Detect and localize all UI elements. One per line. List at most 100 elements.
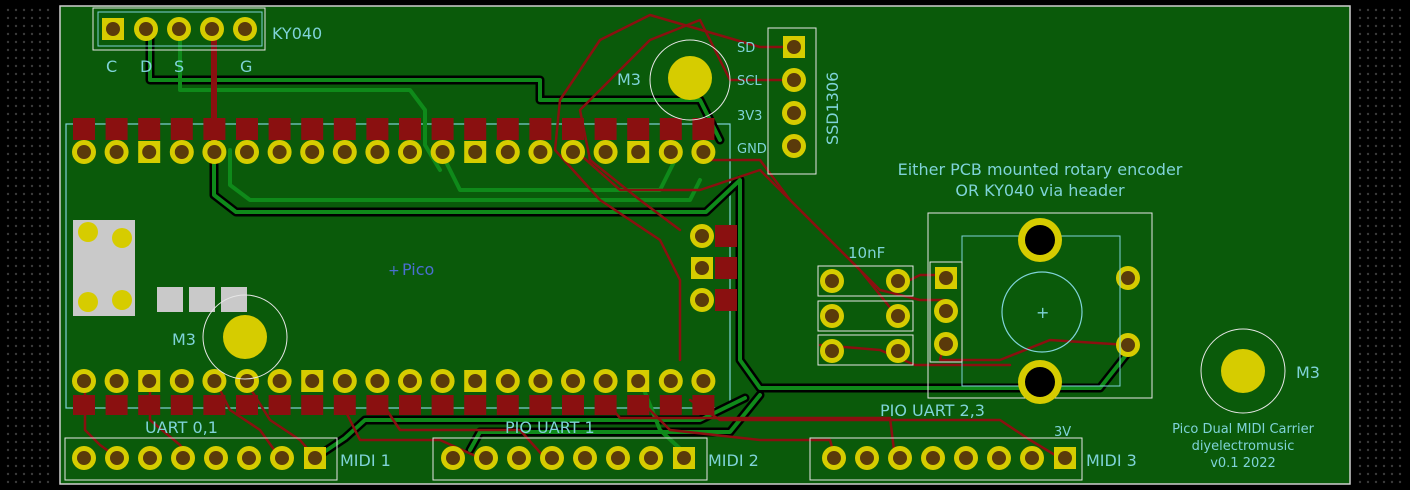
pattern-dot xyxy=(1374,312,1378,316)
pattern-dot xyxy=(1398,80,1402,84)
pattern-dot xyxy=(1390,336,1394,340)
pattern-dot xyxy=(22,288,26,292)
ky040-label: KY040 xyxy=(272,24,322,43)
pattern-dot xyxy=(1374,416,1378,420)
pattern-dot xyxy=(6,472,10,476)
pattern-dot xyxy=(1390,96,1394,100)
pattern-dot xyxy=(6,8,10,12)
pattern-dot xyxy=(30,176,34,180)
pattern-dot xyxy=(14,8,18,12)
pattern-dot xyxy=(6,400,10,404)
pattern-dot xyxy=(1382,248,1386,252)
pattern-dot xyxy=(14,248,18,252)
pattern-dot xyxy=(30,368,34,372)
pattern-dot xyxy=(1382,360,1386,364)
pattern-dot xyxy=(1366,472,1370,476)
pattern-dot xyxy=(6,280,10,284)
pattern-dot xyxy=(1358,144,1362,148)
pattern-dot xyxy=(14,168,18,172)
pico-bottom-pin-drill xyxy=(305,374,320,388)
pattern-dot xyxy=(1390,232,1394,236)
pattern-dot xyxy=(1366,16,1370,20)
pattern-dot xyxy=(14,112,18,116)
pattern-dot xyxy=(1366,152,1370,156)
ky-pin-label-s: S xyxy=(174,57,184,76)
pattern-dot xyxy=(38,112,42,116)
pattern-dot xyxy=(1398,344,1402,348)
pattern-dot xyxy=(30,160,34,164)
ky040-pin-drill xyxy=(172,22,186,36)
pattern-dot xyxy=(6,368,10,372)
pattern-dot xyxy=(1390,272,1394,276)
pattern-dot xyxy=(1366,48,1370,52)
pattern-dot xyxy=(1390,360,1394,364)
pattern-dot xyxy=(38,80,42,84)
pattern-dot xyxy=(1358,168,1362,172)
midi2-pin-drill xyxy=(644,451,658,465)
pattern-dot xyxy=(1358,312,1362,316)
pattern-dot xyxy=(46,272,50,276)
pattern-dot xyxy=(38,152,42,156)
pattern-dot xyxy=(22,16,26,20)
pattern-dot xyxy=(1374,368,1378,372)
pattern-dot xyxy=(1382,40,1386,44)
pattern-dot xyxy=(14,432,18,436)
pattern-dot xyxy=(1398,32,1402,36)
pattern-dot xyxy=(1374,336,1378,340)
usb-pad xyxy=(112,228,132,248)
midi3-pin-drill xyxy=(992,451,1006,465)
pattern-dot xyxy=(30,240,34,244)
capacitor-pin-drill xyxy=(825,344,839,358)
midi1-pin-drill xyxy=(176,451,190,465)
pattern-dot xyxy=(38,16,42,20)
pattern-dot xyxy=(30,224,34,228)
pattern-dot xyxy=(14,256,18,260)
pattern-dot xyxy=(1382,416,1386,420)
m3-hole-top-outline xyxy=(649,39,731,121)
pattern-dot xyxy=(38,120,42,124)
pattern-dot xyxy=(1382,448,1386,452)
pattern-dot xyxy=(1358,32,1362,36)
pattern-dot xyxy=(22,104,26,108)
m3-label-mid: M3 xyxy=(172,330,196,349)
pattern-dot xyxy=(1374,464,1378,468)
pico-bottom-pin-drill xyxy=(77,374,91,388)
pattern-dot xyxy=(6,424,10,428)
pattern-dot xyxy=(1390,72,1394,76)
pattern-dot xyxy=(30,352,34,356)
pattern-dot xyxy=(1366,216,1370,220)
pattern-dot xyxy=(1374,176,1378,180)
pattern-dot xyxy=(22,240,26,244)
pattern-dot xyxy=(1374,192,1378,196)
capacitor-outline xyxy=(817,265,914,297)
pattern-dot xyxy=(46,72,50,76)
midi1-pin-drill xyxy=(110,451,124,465)
pattern-dot xyxy=(14,208,18,212)
pattern-dot xyxy=(14,192,18,196)
pattern-dot xyxy=(14,400,18,404)
pico-top-pad-smd xyxy=(692,118,715,140)
pattern-dot xyxy=(1374,16,1378,20)
pattern-dot xyxy=(14,152,18,156)
midi2-pin-drill xyxy=(677,451,691,465)
pattern-dot xyxy=(22,152,26,156)
encoder-knob xyxy=(1001,271,1083,353)
ky040-courtyard xyxy=(97,11,263,47)
pattern-dot xyxy=(1358,88,1362,92)
pattern-dot xyxy=(1382,144,1386,148)
pattern-dot xyxy=(6,248,10,252)
pattern-dot xyxy=(30,80,34,84)
pattern-dot xyxy=(1382,264,1386,268)
pattern-dot xyxy=(1398,168,1402,172)
pattern-dot xyxy=(14,344,18,348)
pattern-dot xyxy=(1366,416,1370,420)
pattern-dot xyxy=(1398,224,1402,228)
pattern-dot xyxy=(38,280,42,284)
pattern-dot xyxy=(1374,456,1378,460)
pattern-dot xyxy=(1382,88,1386,92)
pattern-dot xyxy=(1398,360,1402,364)
pattern-dot xyxy=(46,344,50,348)
pattern-dot xyxy=(6,144,10,148)
ky040-pin-drill xyxy=(106,22,120,36)
pattern-dot xyxy=(14,384,18,388)
